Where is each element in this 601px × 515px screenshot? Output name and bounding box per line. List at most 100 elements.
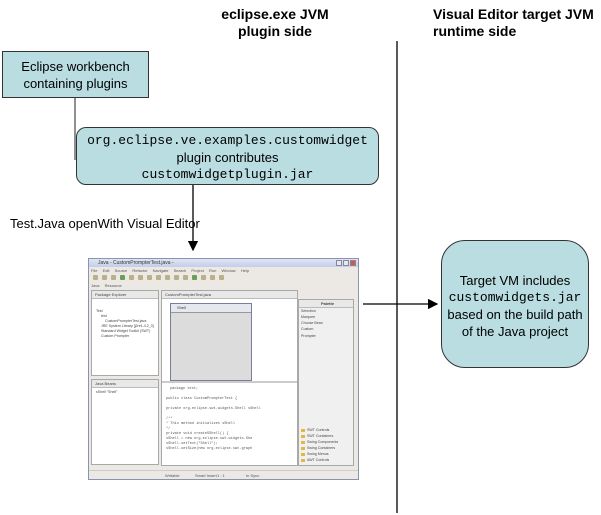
toolbar-icon: [111, 275, 116, 280]
java-beans-tab: Java Beans: [92, 380, 158, 388]
toolbar-icon: [120, 275, 125, 280]
menu-project: Project: [191, 268, 204, 273]
code-line: * This method initializes sShell: [166, 422, 236, 426]
palette-category-label: Swing Components: [307, 440, 339, 444]
palette-category-label: SWT Containers: [307, 434, 334, 438]
eclipse-jvm-header: eclipse.exe JVM plugin side: [220, 6, 330, 40]
toolbar-icon: [156, 275, 161, 280]
tree-item: JRE System Library [j2re1.4.2_0]: [101, 324, 154, 328]
menu-refactor: Refactor: [132, 268, 148, 273]
palette-category: SWT Containers: [301, 434, 333, 438]
code-line: sShell.setSize(new org.eclipse.swt.graph: [166, 447, 253, 451]
palette-category: SWT Controls: [301, 428, 329, 432]
toolbar-icon: [201, 275, 206, 280]
menu-window: Window: [221, 268, 236, 273]
code-line: public class CustomPrompterTest {: [166, 397, 238, 401]
perspective-bar: Java Resource: [91, 283, 122, 288]
eclipse-workbench-box: Eclipse workbench containing plugins: [2, 51, 149, 98]
source-code: package test; public class CustomPrompte…: [162, 381, 297, 457]
folder-icon: [301, 440, 305, 444]
code-line: private void createSShell() {: [166, 432, 229, 436]
target-jvm-header-line1: Visual Editor target JVM: [433, 6, 594, 22]
folder-icon: [301, 452, 305, 456]
toolbar-icon: [165, 275, 170, 280]
folder-icon: [301, 446, 305, 450]
palette-category: AWT Controls: [301, 458, 329, 462]
toolbar-icon: [174, 275, 179, 280]
target-line3: based on the build path: [447, 307, 583, 322]
target-jvm-header: Visual Editor target JVM runtime side: [433, 6, 601, 40]
perspective-resource: Resource: [104, 283, 122, 288]
toolbar-icon: [210, 275, 215, 280]
maximize-icon: [343, 260, 349, 266]
eclipse-jvm-header-line2: plugin side: [238, 23, 312, 39]
eclipse-title-bar: Java - CustomPrompterTest.java -: [89, 259, 358, 267]
eclipse-status-bar: Writable Smart Insert 1 : 1 In Sync: [89, 470, 358, 479]
toolbar-icon: [183, 275, 188, 280]
target-vm-box: Target VM includes customwidgets.jar bas…: [441, 240, 589, 368]
palette-item: Marquee: [301, 315, 316, 319]
workbench-line2: containing plugins: [23, 76, 128, 91]
menu-file: File: [91, 268, 98, 273]
palette-item: Custom: [301, 327, 314, 331]
palette-category-label: SWT Controls: [307, 428, 330, 432]
code-line: package test;: [170, 387, 199, 391]
open-with-label: Test.Java openWith Visual Editor: [10, 216, 200, 231]
menu-navigate: Navigate: [152, 268, 169, 273]
toolbar-icon: [93, 275, 98, 280]
target-jvm-header-line2: runtime side: [433, 23, 517, 39]
minimize-icon: [336, 260, 342, 266]
toolbar-icon: [147, 275, 152, 280]
package-explorer-tab: Package Explorer: [92, 291, 158, 299]
tree-item: Test: [96, 309, 103, 313]
shell-preview: Shell: [170, 303, 252, 381]
workbench-line1: Eclipse workbench: [21, 59, 130, 74]
code-line: */: [166, 427, 171, 431]
palette-category: Swing Components: [301, 440, 338, 444]
bean-item: sShell "Shell": [96, 390, 118, 394]
folder-icon: [301, 458, 305, 462]
code-line: sShell = new org.eclipse.swt.widgets.She: [166, 437, 253, 441]
eclipse-menubar: File Edit Source Refactor Navigate Searc…: [91, 268, 253, 273]
eclipse-jvm-header-line1: eclipse.exe JVM: [221, 6, 329, 22]
menu-source: Source: [114, 268, 128, 273]
status-sync: In Sync: [246, 473, 260, 478]
toolbar-icon: [102, 275, 107, 280]
code-line: private org.eclipse.swt.widgets.Shell sS…: [166, 407, 261, 411]
close-icon: [350, 260, 356, 266]
palette-item: Prompter: [301, 334, 316, 338]
palette-item: Selection: [301, 309, 316, 313]
shell-title: Shell: [171, 304, 251, 313]
plugin-id: org.eclipse.ve.examples.customwidget: [87, 133, 368, 148]
palette-category-label: Swing Containers: [307, 446, 336, 450]
folder-icon: [301, 434, 305, 438]
palette-title: Palette: [299, 300, 353, 308]
toolbar-icon: [129, 275, 134, 280]
java-beans-view: Java Beans sShell "Shell": [91, 379, 159, 465]
editor-tab: CustomPrompterTest.java: [162, 291, 297, 299]
plugin-contributes: plugin contributes: [176, 150, 279, 165]
tree-item: Custom Prompter: [101, 334, 130, 338]
menu-run: Run: [208, 268, 217, 273]
eclipse-toolbar: [91, 274, 356, 281]
menu-search: Search: [173, 268, 187, 273]
toolbar-icon: [219, 275, 224, 280]
target-jar: customwidgets.jar: [448, 290, 582, 305]
folder-icon: [301, 428, 305, 432]
menu-help: Help: [240, 268, 250, 273]
status-position: 1 : 1: [217, 473, 225, 478]
toolbar-icon: [192, 275, 197, 280]
perspective-java: Java: [91, 283, 100, 288]
plugin-jar: customwidgetplugin.jar: [141, 167, 314, 182]
menu-edit: Edit: [102, 268, 110, 273]
toolbar-icon: [138, 275, 143, 280]
palette: Palette Selection Marquee Choose Bean Cu…: [298, 299, 354, 466]
status-insert-mode: Smart Insert: [195, 473, 217, 478]
eclipse-screenshot: Java - CustomPrompterTest.java - File Ed…: [88, 258, 359, 480]
package-explorer: Package Explorer Test test CustomPrompte…: [91, 290, 159, 376]
palette-category-label: Swing Menus: [307, 452, 329, 456]
palette-category-label: AWT Controls: [307, 458, 330, 462]
status-writable: Writable: [165, 473, 180, 478]
tree-item: test: [101, 314, 107, 318]
